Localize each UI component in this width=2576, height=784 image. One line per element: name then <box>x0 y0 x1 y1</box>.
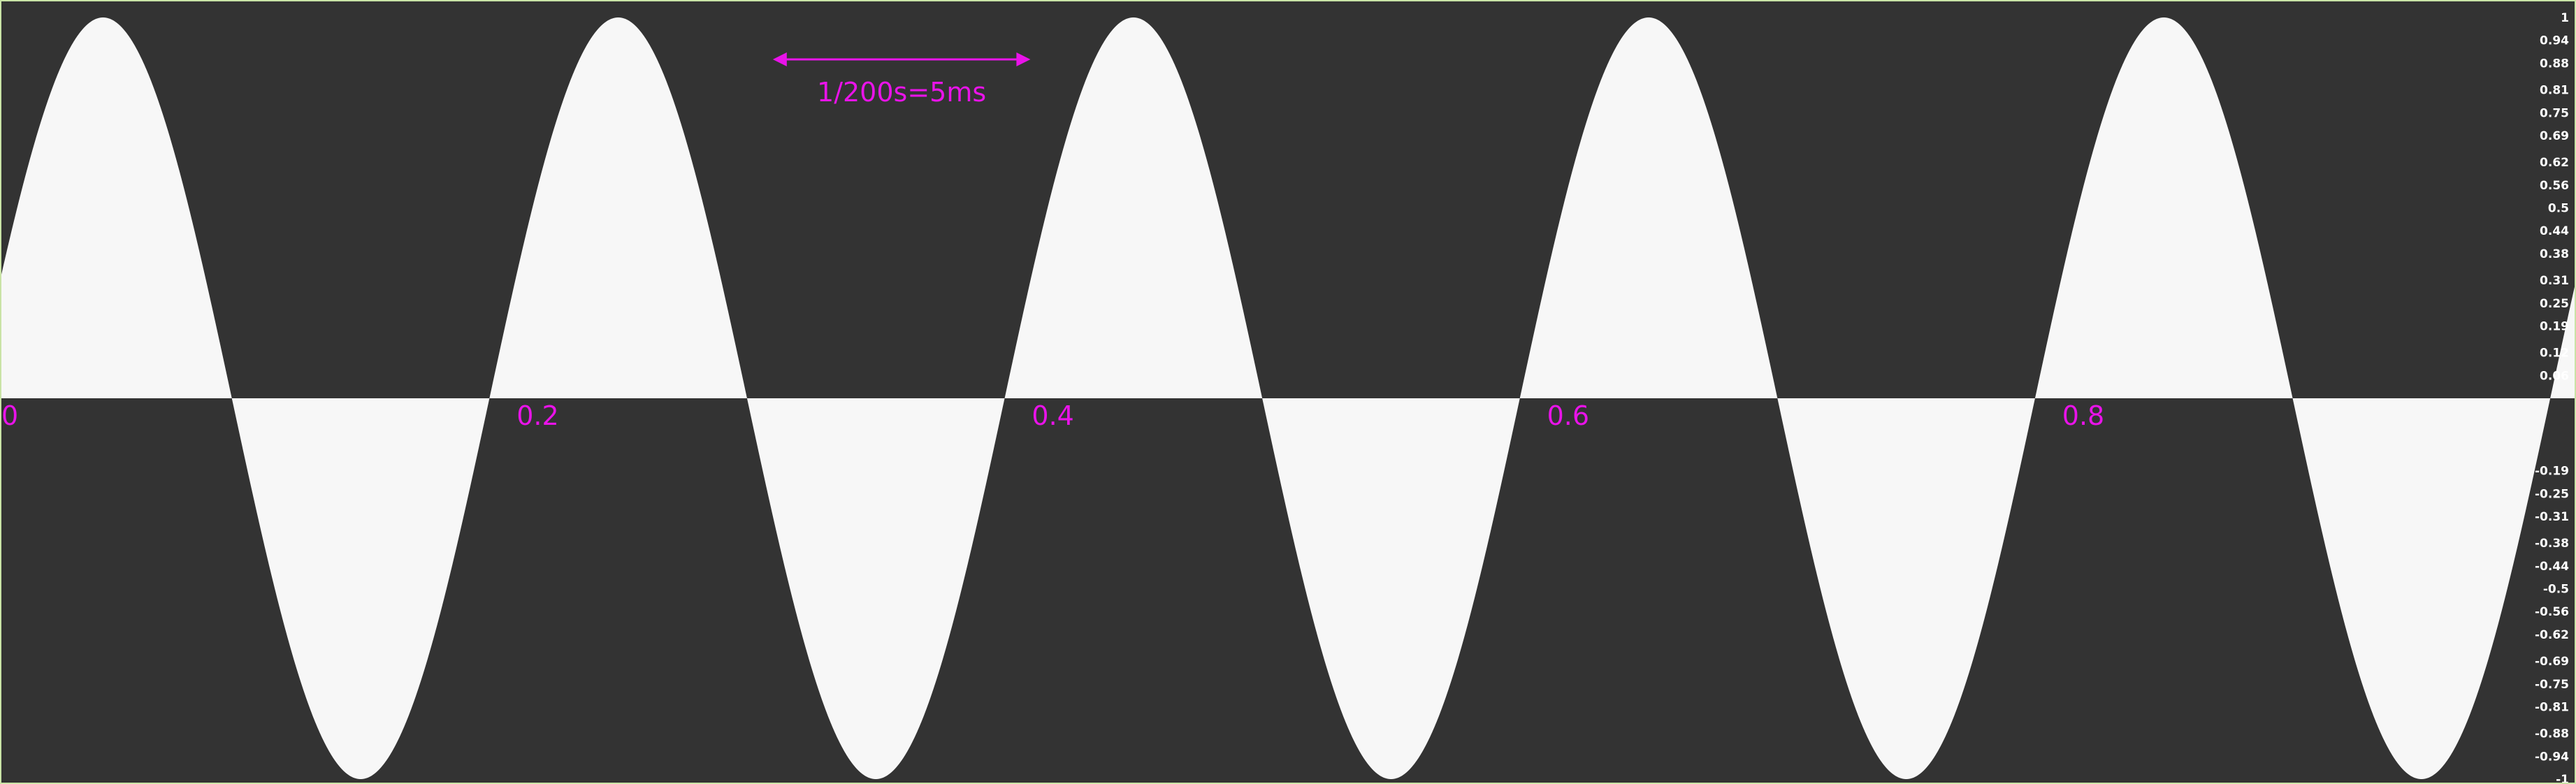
y-tick-label: 0.06 <box>2540 369 2569 383</box>
y-tick-label: 0.12 <box>2540 347 2569 361</box>
y-tick-label: -0.94 <box>2535 750 2569 764</box>
y-tick-label: -0.81 <box>2535 701 2569 715</box>
x-tick-label: 0.6 <box>1547 400 1589 431</box>
y-tick-label: -0.69 <box>2535 655 2569 669</box>
y-tick-label: -0.25 <box>2535 487 2569 501</box>
y-tick-label: -0.44 <box>2535 560 2569 574</box>
annotation-layer: 1/200s=5ms <box>772 52 1031 108</box>
y-tick-label: -0.19 <box>2535 465 2569 479</box>
y-axis-ticks: 1 0.94 0.88 0.81 0.75 0.69 0.62 0.56 0.5 0.44 0.38… <box>2535 11 2569 784</box>
y-tick-label: 0.5 <box>2548 202 2569 216</box>
waveform-area <box>0 17 2576 779</box>
y-tick-label: 0.62 <box>2540 156 2569 170</box>
waveform-area-layer <box>0 17 2576 779</box>
y-tick-label: 1 <box>2561 11 2569 25</box>
x-tick-label: 0 <box>1 400 18 431</box>
y-tick-label: 0.56 <box>2540 179 2569 193</box>
y-tick-label: -0.31 <box>2535 510 2569 524</box>
y-tick-label: 0.31 <box>2540 274 2569 288</box>
y-tick-label: -0.56 <box>2535 605 2569 619</box>
y-tick-label: 0.94 <box>2540 34 2569 48</box>
y-tick-label: -0.5 <box>2543 583 2569 597</box>
x-tick-label: 0.8 <box>2062 400 2104 431</box>
y-tick-label: 0.75 <box>2540 106 2569 120</box>
y-tick-label: -0.88 <box>2535 727 2569 741</box>
x-axis-ticks: 0 0.2 0.4 0.6 0.8 <box>1 400 2104 431</box>
x-tick-label: 0.2 <box>516 400 558 431</box>
y-tick-label: 0.25 <box>2540 297 2569 311</box>
y-tick-label: 0.38 <box>2540 247 2569 261</box>
annotation-label: 1/200s=5ms <box>817 77 986 108</box>
y-tick-label: 0.69 <box>2540 129 2569 143</box>
y-tick-label: 0.44 <box>2540 224 2569 238</box>
y-tick-label: 0.19 <box>2540 319 2569 333</box>
y-tick-label: -0.62 <box>2535 628 2569 642</box>
y-tick-label: 0.88 <box>2540 57 2569 71</box>
annotation-arrow-head-right <box>1016 52 1031 66</box>
y-tick-label: -0.38 <box>2535 537 2569 551</box>
y-tick-label: -1 <box>2556 773 2569 784</box>
y-tick-label: -0.75 <box>2535 678 2569 692</box>
y-tick-label: 0.81 <box>2540 84 2569 98</box>
annotation-arrow-head-left <box>772 52 787 66</box>
x-tick-label: 0.4 <box>1032 400 1073 431</box>
